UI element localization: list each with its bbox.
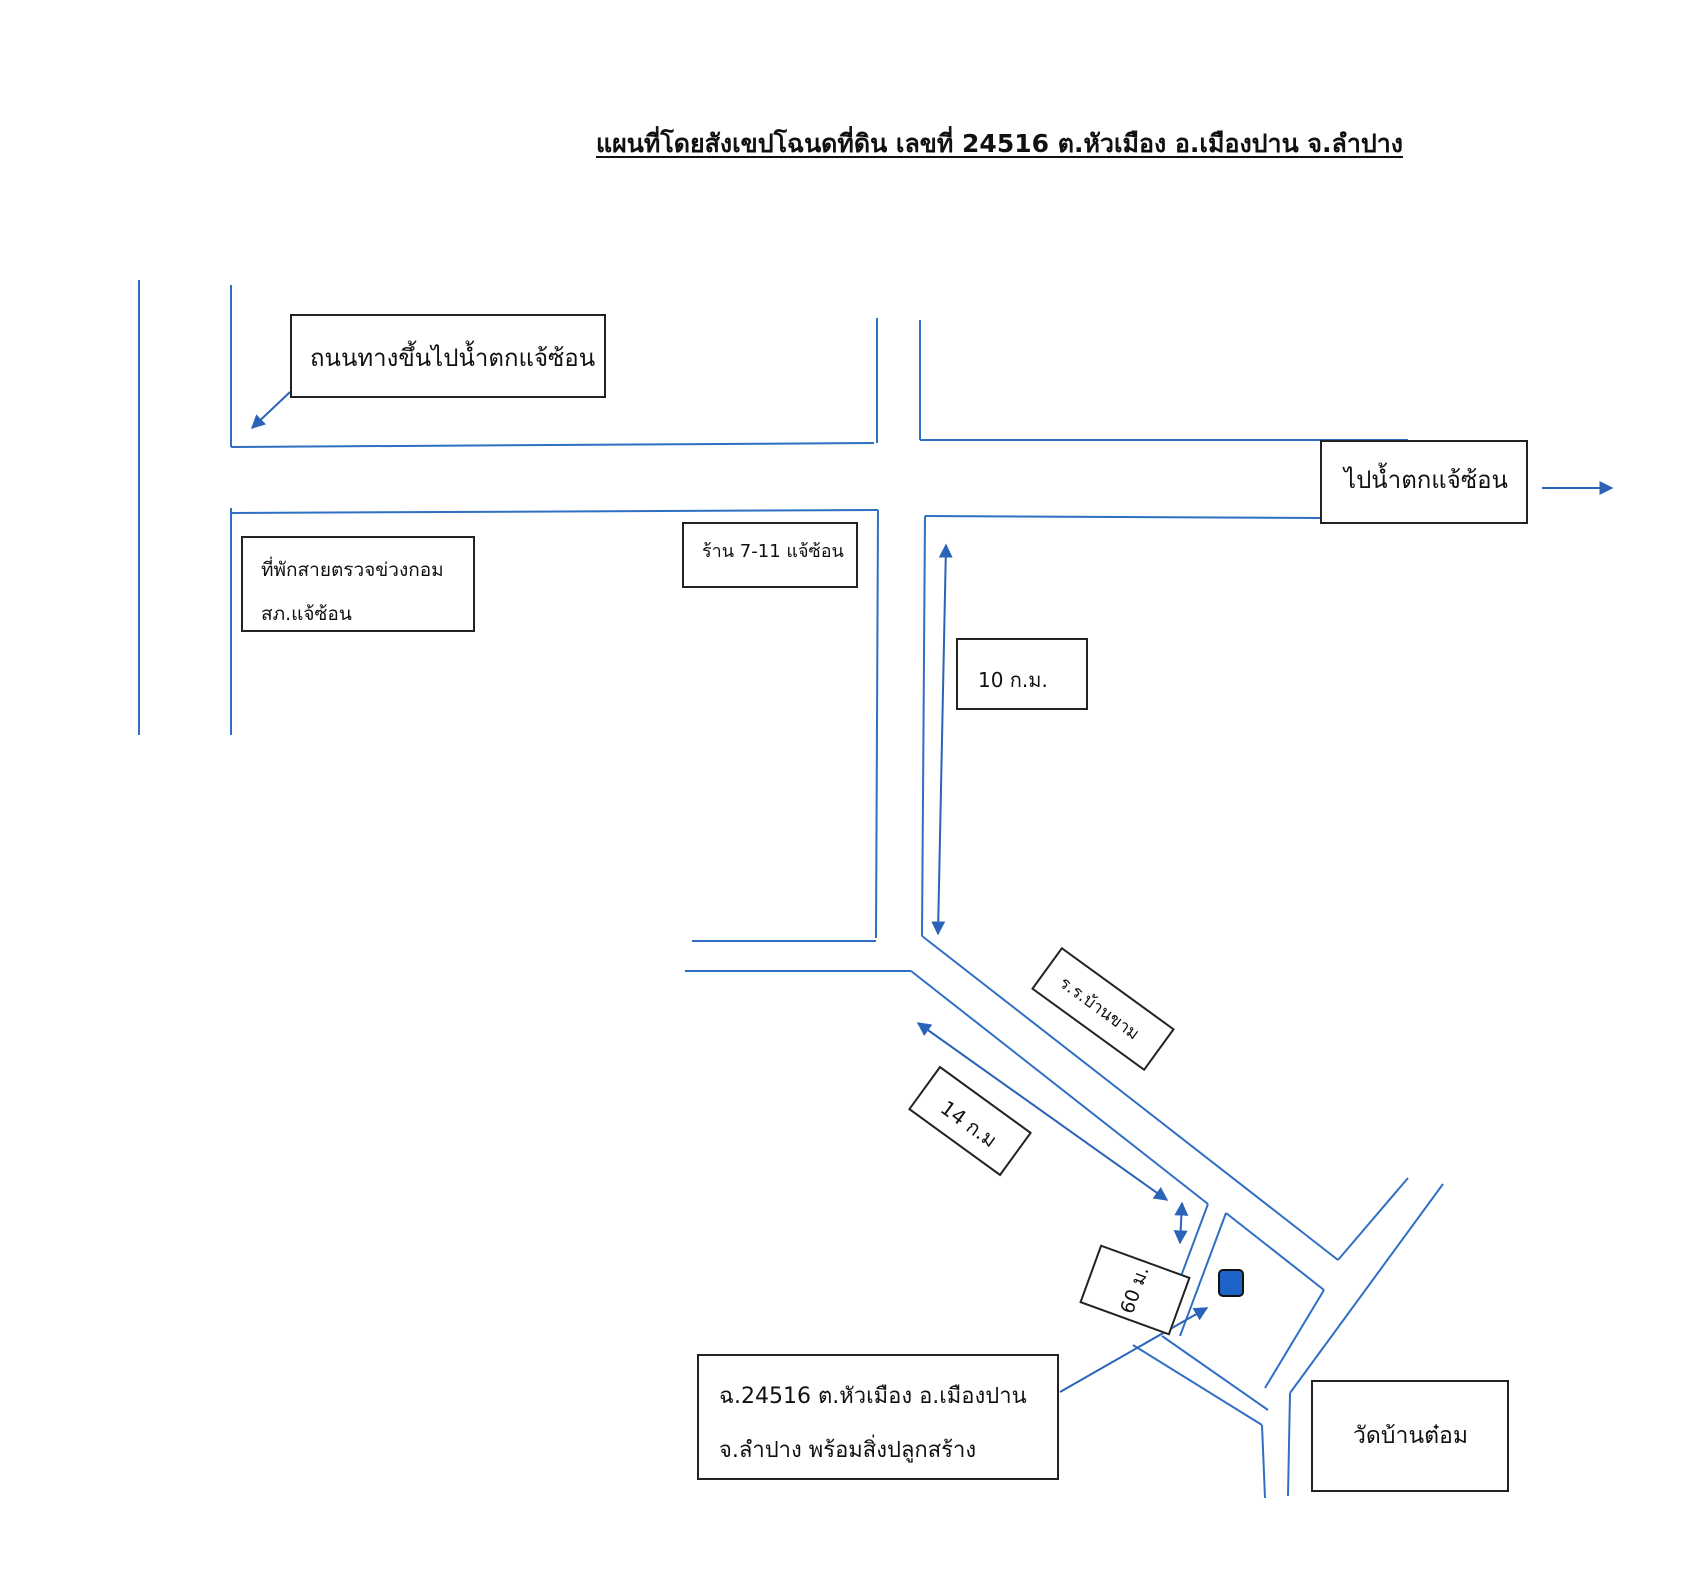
- distance-10km-label: 10 ก.ม.: [956, 638, 1088, 710]
- road-south-right: [921, 515, 926, 937]
- road-lower-down-right: [1287, 1392, 1291, 1497]
- store-711-text: ร้าน 7-11 แจ้ซ้อน: [702, 541, 844, 562]
- to-waterfall-label: ไปน้ำตกแจ้ซ้อน: [1320, 440, 1528, 524]
- road-main-bottom-left: [230, 509, 879, 514]
- checkpoint-label: ที่พักสายตรวจข่วงกอม สภ.แจ้ซ้อน: [241, 536, 475, 632]
- deed-line1: ฉ.24516 ต.หัวเมือง อ.เมืองปาน: [719, 1384, 1027, 1409]
- deed-label: ฉ.24516 ต.หัวเมือง อ.เมืองปาน จ.ลำปาง พร…: [697, 1354, 1059, 1480]
- arrows: [250, 391, 1614, 1393]
- arrow-road-pointer: [250, 391, 291, 429]
- property-marker-icon: [1218, 1269, 1244, 1297]
- road-lower-down-left: [1261, 1424, 1266, 1499]
- temple-label: วัดบ้านต๋อม: [1311, 1380, 1509, 1492]
- plot-boundary-left: [1179, 1212, 1227, 1337]
- plot-boundary-top: [1225, 1212, 1325, 1291]
- distance-10km-text: 10 ก.ม.: [978, 668, 1048, 692]
- arrow-distance-10km: [931, 543, 953, 936]
- road-lower-top: [1161, 1335, 1269, 1411]
- arrow-distance-14km: [916, 1022, 1169, 1201]
- store-711-label: ร้าน 7-11 แจ้ซ้อน: [682, 522, 858, 588]
- map-title: แผนที่โดยสังเขปโฉนดที่ดิน เลขที่ 24516 ต…: [596, 129, 1403, 158]
- arrow-deed-pointer: [1059, 1307, 1209, 1393]
- temple-text: วัดบ้านต๋อม: [1353, 1423, 1468, 1449]
- plot-boundary-right: [1264, 1289, 1325, 1389]
- checkpoint-line1: ที่พักสายตรวจข่วงกอม: [261, 559, 444, 581]
- distance-60m-text: 60 ม.: [1116, 1263, 1154, 1317]
- road-network: [138, 280, 1444, 1499]
- road-lower-bottom: [1132, 1344, 1263, 1426]
- to-waterfall-text: ไปน้ำตกแจ้ซ้อน: [1344, 466, 1508, 494]
- deed-line2: จ.ลำปาง พร้อมสิ่งปลูกสร้าง: [719, 1438, 977, 1463]
- road-to-waterfall-text: ถนนทางขึ้นไปน้ำตกแจ้ซ้อน: [310, 344, 596, 372]
- road-right-diagonal-left: [1337, 1177, 1409, 1261]
- road-south-left: [875, 509, 879, 939]
- road-right-diagonal-right: [1289, 1183, 1444, 1394]
- road-to-waterfall-label: ถนนทางขึ้นไปน้ำตกแจ้ซ้อน: [290, 314, 606, 398]
- road-main-top-left: [230, 442, 875, 448]
- checkpoint-line2: สภ.แจ้ซ้อน: [261, 603, 352, 625]
- road-main-bottom-right: [924, 515, 1321, 519]
- arrow-distance-60m: [1173, 1201, 1189, 1245]
